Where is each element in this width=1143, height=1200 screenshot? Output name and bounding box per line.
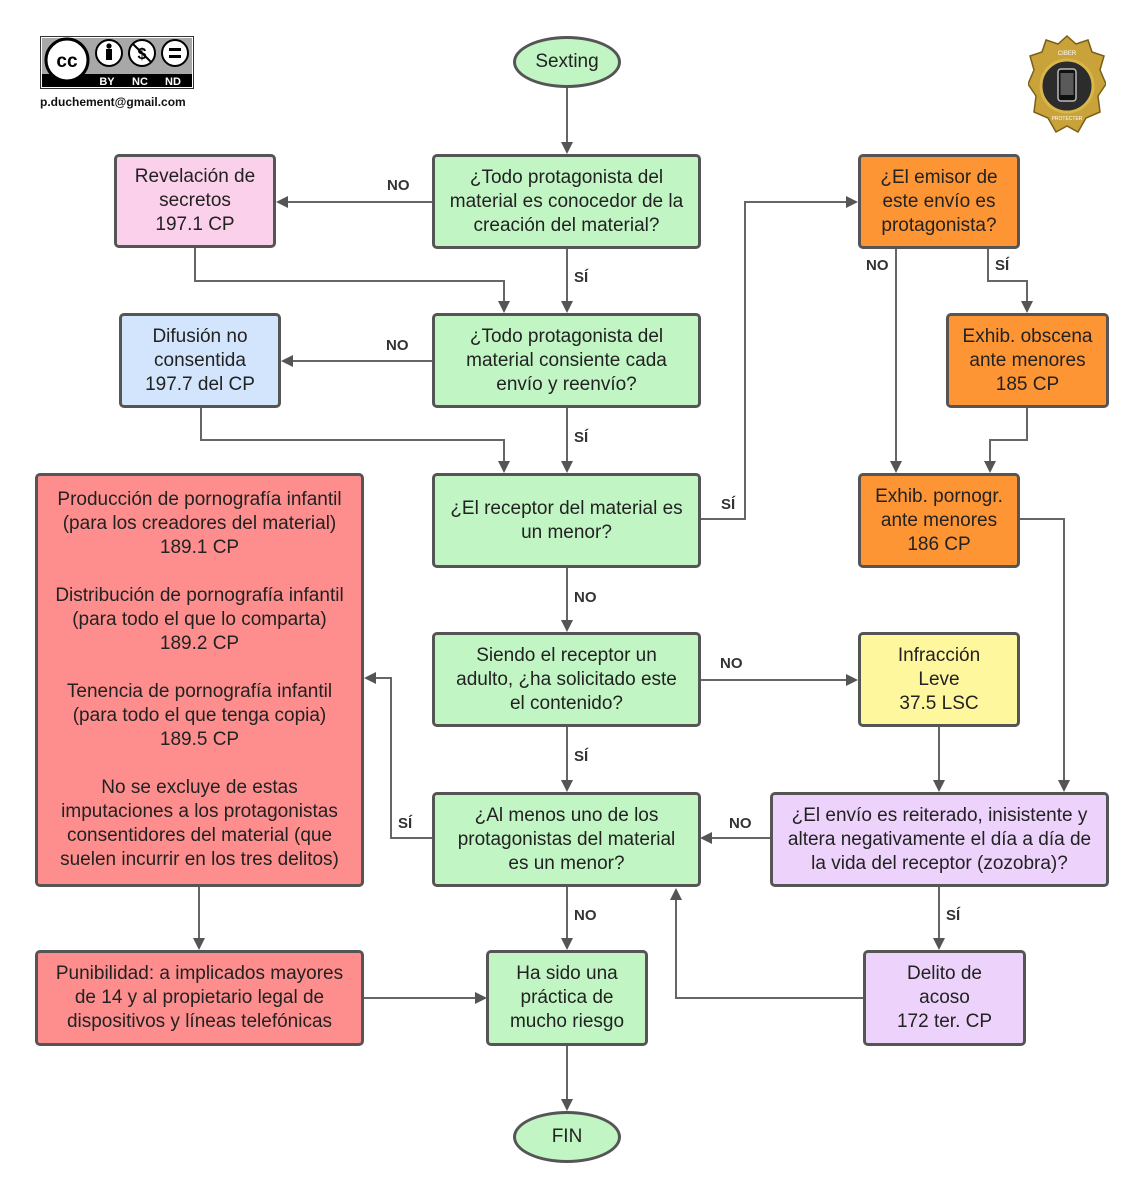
label-q1-si: SÍ [574,269,589,286]
result-difusion-no-consentida: Difusión no consentida 197.7 del CP [119,313,281,408]
svg-text:$: $ [138,46,147,63]
cc-license-badge: cc $ BY NC ND [40,36,194,89]
label-q3-si: SÍ [721,496,736,513]
result-punibilidad: Punibilidad: a implicados mayores de 14 … [35,950,364,1046]
svg-text:CIBER: CIBER [1058,51,1077,57]
label-q4-no: NO [720,655,743,672]
decision-envio-reiterado: ¿El envío es reiterado, inisistente y al… [770,792,1109,887]
result-pornografia-infantil: Producción de pornografía infantil (para… [35,473,364,887]
decision-protagonist-aware: ¿Todo protagonista del material es conoc… [432,154,701,249]
edge-pornogr-reiterado [1018,518,1070,792]
edge-emisor-obscena [987,248,1033,313]
decision-protagonist-consents: ¿Todo protagonista del material consient… [432,313,701,408]
result-infraccion-leve: Infracción Leve 37.5 LSC [858,632,1020,727]
decision-adult-requested: Siendo el receptor un adulto, ¿ha solici… [432,632,701,727]
author-email: p.duchement@gmail.com [40,95,186,109]
edge-revelacion-q2 [194,247,510,313]
label-q3-no: NO [574,589,597,606]
edge-q3-emisor [699,196,858,520]
edge-q5-produccion [364,672,434,839]
label-q1-no: NO [387,177,410,194]
label-q2-no: NO [386,337,409,354]
edge-obscena-pornogr [984,407,1028,473]
result-exhib-obscena: Exhib. obscena ante menores 185 CP [946,313,1109,408]
label-reiterado-si: SÍ [946,907,961,924]
start-node: Sexting [513,36,621,88]
edge-difusion-q3 [200,407,510,473]
result-delito-acoso: Delito de acoso 172 ter. CP [863,950,1026,1046]
label-emisor-no: NO [866,257,889,274]
decision-emisor-protagonist: ¿El emisor de este envío es protagonista… [858,154,1020,249]
result-practica-riesgo: Ha sido una práctica de mucho riesgo [486,950,648,1046]
license-part-nc: NC [132,76,148,88]
license-part-by: BY [99,76,115,88]
label-q5-no: NO [574,907,597,924]
svg-text:cc: cc [56,51,78,72]
label-q4-si: SÍ [574,748,589,765]
label-q2-si: SÍ [574,429,589,446]
svg-text:PROTECTER: PROTECTER [1052,116,1083,122]
end-node: FIN [513,1111,621,1163]
label-reiterado-no: NO [729,815,752,832]
result-exhib-pornografica: Exhib. pornogr. ante menores 186 CP [858,473,1020,568]
ciber-police-badge-icon: CIBER PROTECTER [1028,34,1106,134]
edge-acoso-q5 [670,888,865,999]
decision-receptor-minor: ¿El receptor del material es un menor? [432,473,701,568]
label-emisor-si: SÍ [995,257,1010,274]
decision-protagonist-minor: ¿Al menos uno de los protagonistas del m… [432,792,701,887]
label-q5-si: SÍ [398,815,413,832]
result-revelacion-secretos: Revelación de secretos 197.1 CP [114,154,276,248]
license-part-nd: ND [165,76,181,88]
